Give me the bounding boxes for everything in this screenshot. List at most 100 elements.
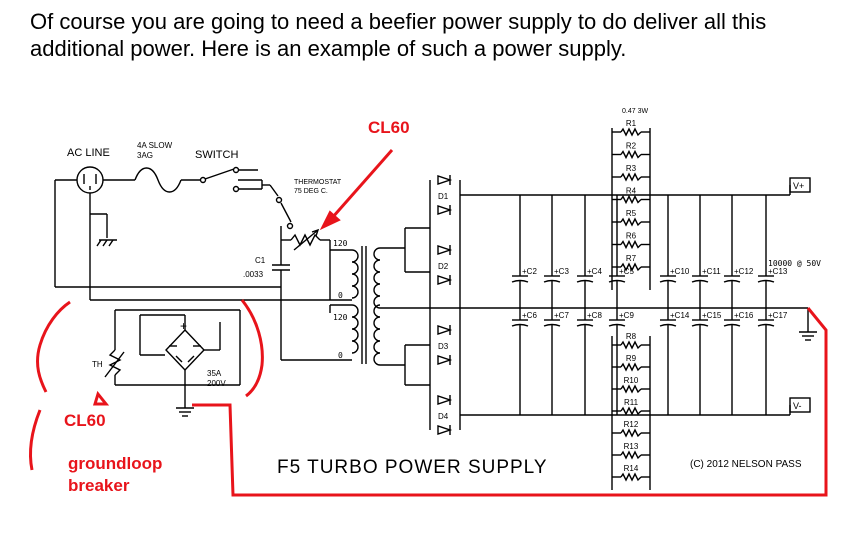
resistor-label-r3: R3 [626, 164, 637, 173]
capacitor-c13 [757, 195, 775, 308]
capacitor-c17 [757, 308, 775, 415]
output-ground-icon [799, 331, 817, 341]
supply-rails: V+ V- [420, 177, 817, 416]
cl60-top-arrow [330, 149, 394, 219]
capacitor-c12 [723, 195, 741, 308]
capacitor-c15 [691, 308, 709, 415]
d1-label: D1 [438, 192, 449, 201]
capacitor-label-c16: +C16 [734, 311, 754, 320]
resistor-label-r9: R9 [626, 354, 637, 363]
resistor-r14 [612, 472, 650, 482]
resistor-label-r14: R14 [624, 464, 639, 473]
thermostat-temp-label: 75 DEG C. [294, 188, 328, 195]
diode-d4 [437, 395, 453, 435]
resistor-label-r7: R7 [626, 254, 637, 263]
th-thermistor-icon [104, 349, 125, 378]
secondary-winding-1 [373, 247, 381, 309]
resistor-label-r13: R13 [624, 442, 639, 451]
resistor-label-r4: R4 [626, 187, 637, 196]
resistor-label-r11: R11 [624, 398, 639, 407]
resistor-r2 [612, 149, 650, 160]
capacitor-label-c2: +C2 [522, 267, 537, 276]
resistor-label-r12: R12 [624, 420, 639, 429]
th-label: TH [92, 360, 103, 369]
capacitor-label-c9: +C9 [619, 311, 634, 320]
signal-ground-icon [176, 407, 194, 417]
capacitor-c14 [659, 308, 677, 415]
capacitor-c8 [576, 308, 594, 415]
capacitor-label-c8: +C8 [587, 311, 602, 320]
capacitor-c9 [608, 308, 626, 415]
bridge-current-label: 35A [207, 369, 222, 378]
diode-d3 [437, 325, 453, 365]
cl60-bottom-arrow [92, 390, 110, 406]
d3-label: D3 [438, 342, 449, 351]
intro-text: Of course you are going to need a beefie… [30, 8, 830, 62]
chassis-ground-icon [96, 239, 117, 247]
fuse-type-label: 3AG [137, 151, 153, 160]
c1-capacitor-icon [272, 264, 290, 271]
c1-value-label: .0033 [243, 270, 264, 279]
c1-label: C1 [255, 256, 266, 265]
capacitor-label-c4: +C4 [587, 267, 602, 276]
resistor-label-r1: R1 [626, 119, 637, 128]
groundloop-label: groundloop [68, 454, 162, 473]
thermostat-label: THERMOSTAT [294, 179, 342, 186]
power-switch-icon [199, 166, 262, 193]
cl60-top-label: CL60 [368, 118, 410, 137]
red-annotations: CL60 CL60 groundloop breaker [28, 118, 828, 497]
capacitor-label-c17: +C17 [768, 311, 788, 320]
cl60-bottom-label: CL60 [64, 411, 106, 430]
resistor-r1 [612, 127, 650, 137]
capacitor-label-c15: +C15 [702, 311, 722, 320]
resistor-r3 [612, 172, 650, 182]
tap-120-top: 120 [333, 239, 348, 248]
diode-d1 [437, 175, 453, 215]
resistor-label-r2: R2 [626, 142, 637, 151]
schematic-title: F5 TURBO POWER SUPPLY [277, 457, 548, 478]
capacitor-label-c14: +C14 [670, 311, 690, 320]
intro-line-2: additional power. Here is an example of … [30, 36, 627, 61]
fuse-rating-label: 4A SLOW [137, 141, 173, 150]
tap-0-bottom: 0 [338, 351, 343, 360]
capacitor-c16 [723, 308, 741, 415]
capacitor-label-c13: +C13 [768, 267, 788, 276]
capacitor-c4 [576, 195, 594, 308]
resistor-label-r6: R6 [626, 232, 637, 241]
resistor-r12 [612, 428, 650, 438]
ac-input-section: AC LINE 4A SLOW 3AG SWITCH [54, 141, 342, 360]
right-bracket [240, 299, 264, 398]
capacitor-c10 [659, 195, 677, 308]
resistor-r13 [612, 450, 650, 460]
resistor-value-label: 0.47 3W [622, 108, 648, 115]
thermostat-switch-icon [269, 184, 294, 230]
capacitor-bank: 10000 @ 50V +C2+C3+C4+C5+C10+C11+C12+C13… [511, 195, 821, 415]
tap-0-top: 0 [338, 291, 343, 300]
capacitor-c5 [608, 195, 626, 308]
svg-text:+: + [180, 319, 187, 333]
cl60-thermistor-icon [290, 228, 321, 251]
rectifier-diodes: D1 D2 D3 D4 [429, 175, 461, 435]
capacitor-label-c10: +C10 [670, 267, 690, 276]
primary-winding-1 [351, 249, 359, 299]
power-transformer: 120 0 120 0 [281, 227, 430, 386]
breaker-label: breaker [68, 476, 130, 495]
capacitor-label-c11: +C11 [702, 267, 721, 276]
capacitor-value-label: 10000 @ 50V [768, 259, 821, 268]
vplus-label: V+ [793, 181, 804, 191]
secondary-winding-2 [373, 304, 381, 366]
capacitor-label-c6: +C6 [522, 311, 537, 320]
capacitor-c3 [543, 195, 561, 308]
primary-winding-2 [351, 304, 359, 354]
left-bracket-upper [36, 300, 71, 393]
copyright-label: (C) 2012 NELSON PASS [690, 459, 802, 470]
left-bracket-lower [28, 409, 42, 471]
ac-line-label: AC LINE [67, 147, 110, 159]
d4-label: D4 [438, 412, 449, 421]
groundloop-breaker: + 35A 200V TH [92, 309, 241, 417]
fuse-icon [134, 167, 182, 193]
diode-d2 [437, 245, 453, 285]
capacitor-c6 [511, 308, 529, 415]
capacitor-c2 [511, 195, 529, 308]
